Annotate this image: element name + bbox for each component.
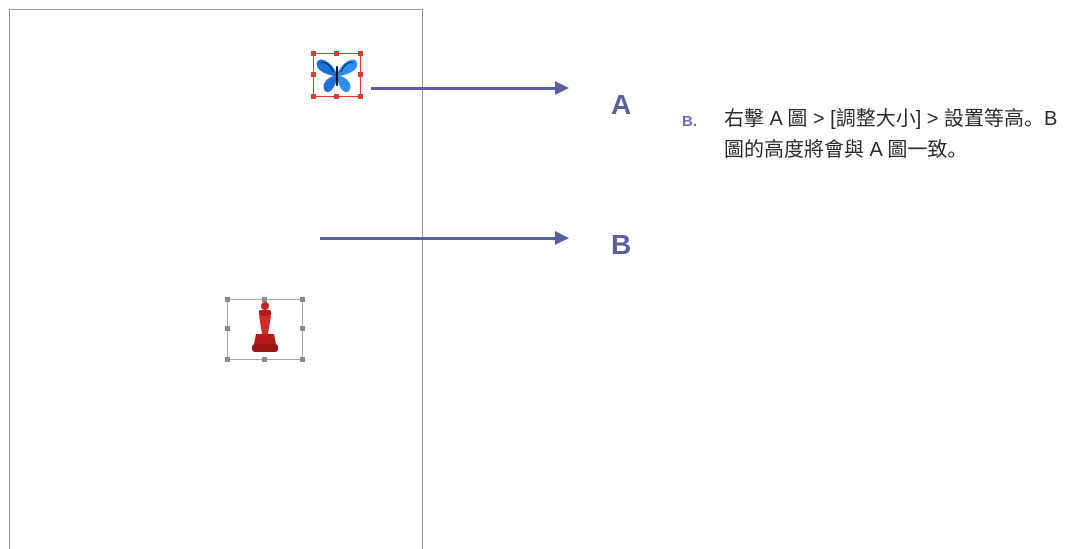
instruction-text: 右擊 A 圖 > [調整大小] > 設置等高。B 圖的高度將會與 A 圖一致。 — [724, 108, 1058, 161]
handle-s[interactable] — [262, 357, 267, 362]
handle-e[interactable] — [358, 72, 363, 77]
label-a: A — [611, 89, 632, 120]
handle-n[interactable] — [262, 297, 267, 302]
handle-ne[interactable] — [358, 51, 363, 56]
butterfly-icon — [316, 59, 358, 93]
chess-queen-icon — [252, 302, 278, 352]
step-marker: B. — [682, 113, 697, 130]
handle-w[interactable] — [311, 72, 316, 77]
handle-n[interactable] — [334, 51, 339, 56]
label-b: B — [611, 229, 632, 260]
document-page — [9, 9, 423, 549]
arrow-to-a — [371, 81, 569, 95]
handle-e[interactable] — [300, 326, 305, 331]
handle-s[interactable] — [334, 94, 339, 99]
handle-sw[interactable] — [311, 94, 316, 99]
handle-nw[interactable] — [311, 51, 316, 56]
image-a[interactable] — [311, 51, 363, 99]
handle-ne[interactable] — [300, 297, 305, 302]
handle-sw[interactable] — [225, 357, 230, 362]
handle-se[interactable] — [300, 357, 305, 362]
arrow-to-b — [320, 231, 569, 245]
handle-se[interactable] — [358, 94, 363, 99]
handle-w[interactable] — [225, 326, 230, 331]
image-b[interactable] — [225, 297, 305, 362]
handle-nw[interactable] — [225, 297, 230, 302]
